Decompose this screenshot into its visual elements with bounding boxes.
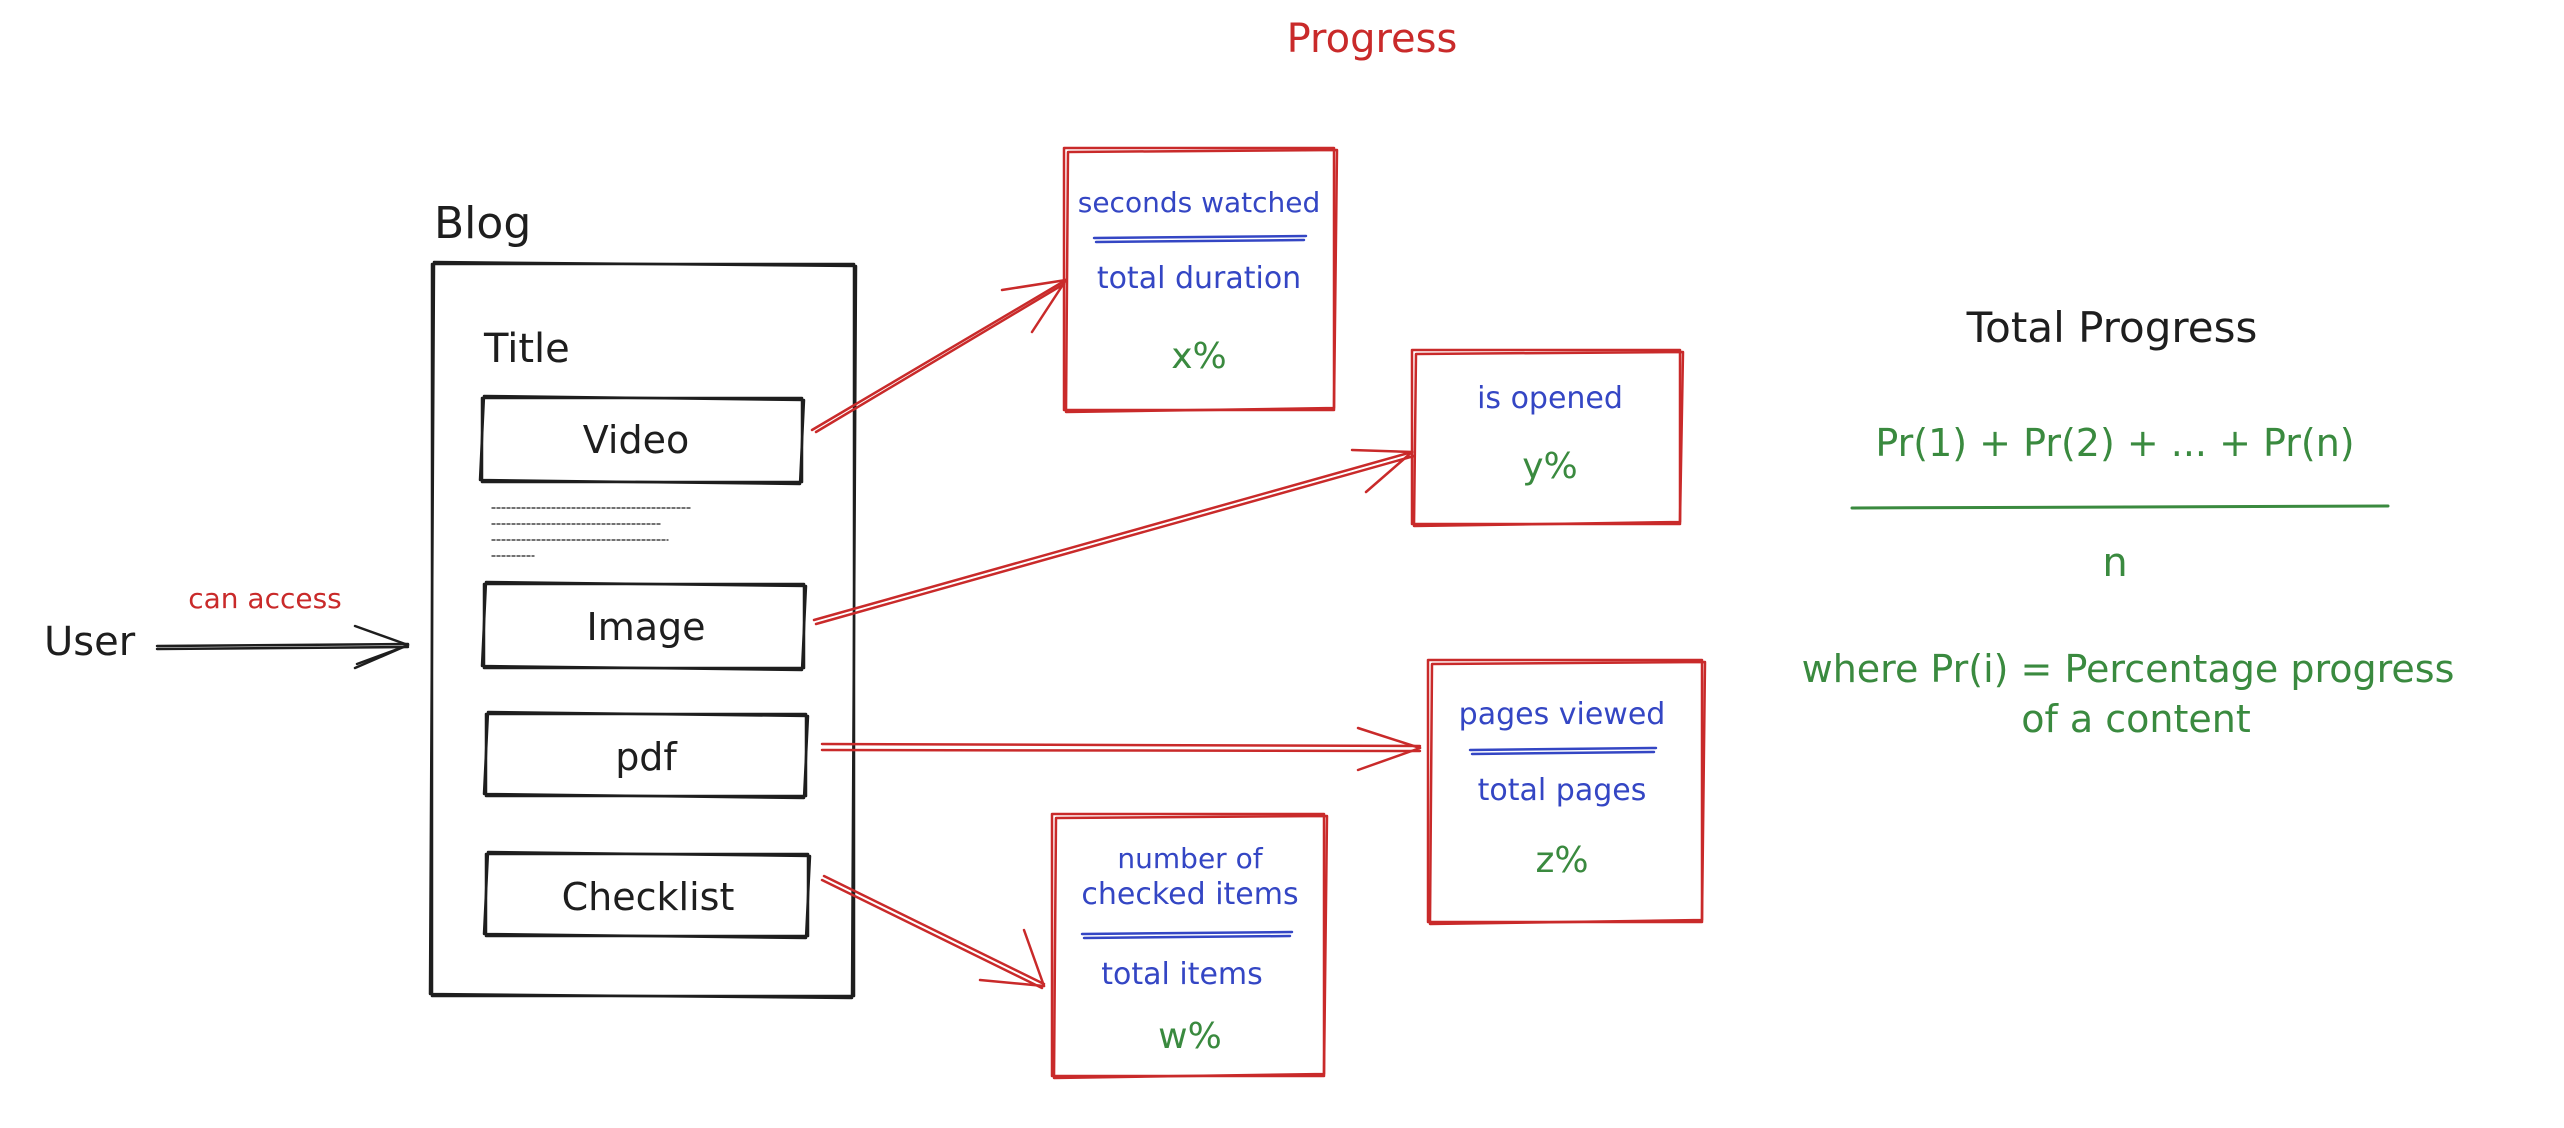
checklist-denominator: total items [1101,957,1263,992]
blog-item-image-label: Image [586,605,705,649]
checklist-result: w% [1158,1016,1222,1057]
checklist-metric-box: number of checked items total items w% [1050,812,1329,1080]
video-arrow [810,278,1068,434]
video-metric-box: seconds watched total duration x% [1062,146,1339,414]
blog-frame [428,260,858,1000]
user-to-blog-arrow [155,624,410,670]
pdf-fraction-bar [1468,746,1658,756]
pdf-numerator: pages viewed [1459,697,1666,732]
image-condition: is opened [1477,381,1623,416]
image-arrow [812,448,1416,626]
user-label: User [44,619,136,665]
pdf-arrow [820,726,1422,772]
checklist-numerator-line2: checked items [1081,877,1298,912]
pdf-metric-box: pages viewed total pages z% [1426,658,1707,926]
total-progress-note-line2: of a content [2021,697,2251,741]
total-fraction-bar [1850,504,2390,510]
blog-item-video-label: Video [583,418,689,462]
post-title: Title [483,326,570,372]
checklist-arrow [820,874,1046,990]
checklist-numerator-line1: number of [1117,842,1263,875]
video-fraction-bar [1092,234,1308,244]
blog-item-pdf-label: pdf [615,735,678,779]
image-result: y% [1522,446,1578,487]
blog-item-pdf: pdf [482,710,810,800]
video-denominator: total duration [1097,261,1301,296]
pdf-result: z% [1535,840,1588,881]
diagram-title: Progress [1287,16,1458,62]
video-numerator: seconds watched [1078,186,1321,219]
can-access-label: can access [188,582,342,615]
blog-item-checklist: Checklist [482,850,812,940]
total-progress-denominator: n [2102,540,2127,586]
blog-item-video: Video [478,394,806,486]
pdf-denominator: total pages [1478,773,1647,808]
video-result: x% [1171,336,1227,377]
blog-label: Blog [434,198,531,249]
total-progress-note-line1: where Pr(i) = Percentage progress [1802,647,2455,691]
total-progress-numerator: Pr(1) + Pr(2) + ... + Pr(n) [1875,421,2354,465]
checklist-fraction-bar [1080,930,1294,940]
body-text-placeholder [491,507,691,557]
blog-item-checklist-label: Checklist [562,875,735,919]
blog-item-image: Image [480,580,808,672]
image-metric-box: is opened y% [1410,348,1685,528]
total-progress-heading: Total Progress [1966,303,2258,352]
